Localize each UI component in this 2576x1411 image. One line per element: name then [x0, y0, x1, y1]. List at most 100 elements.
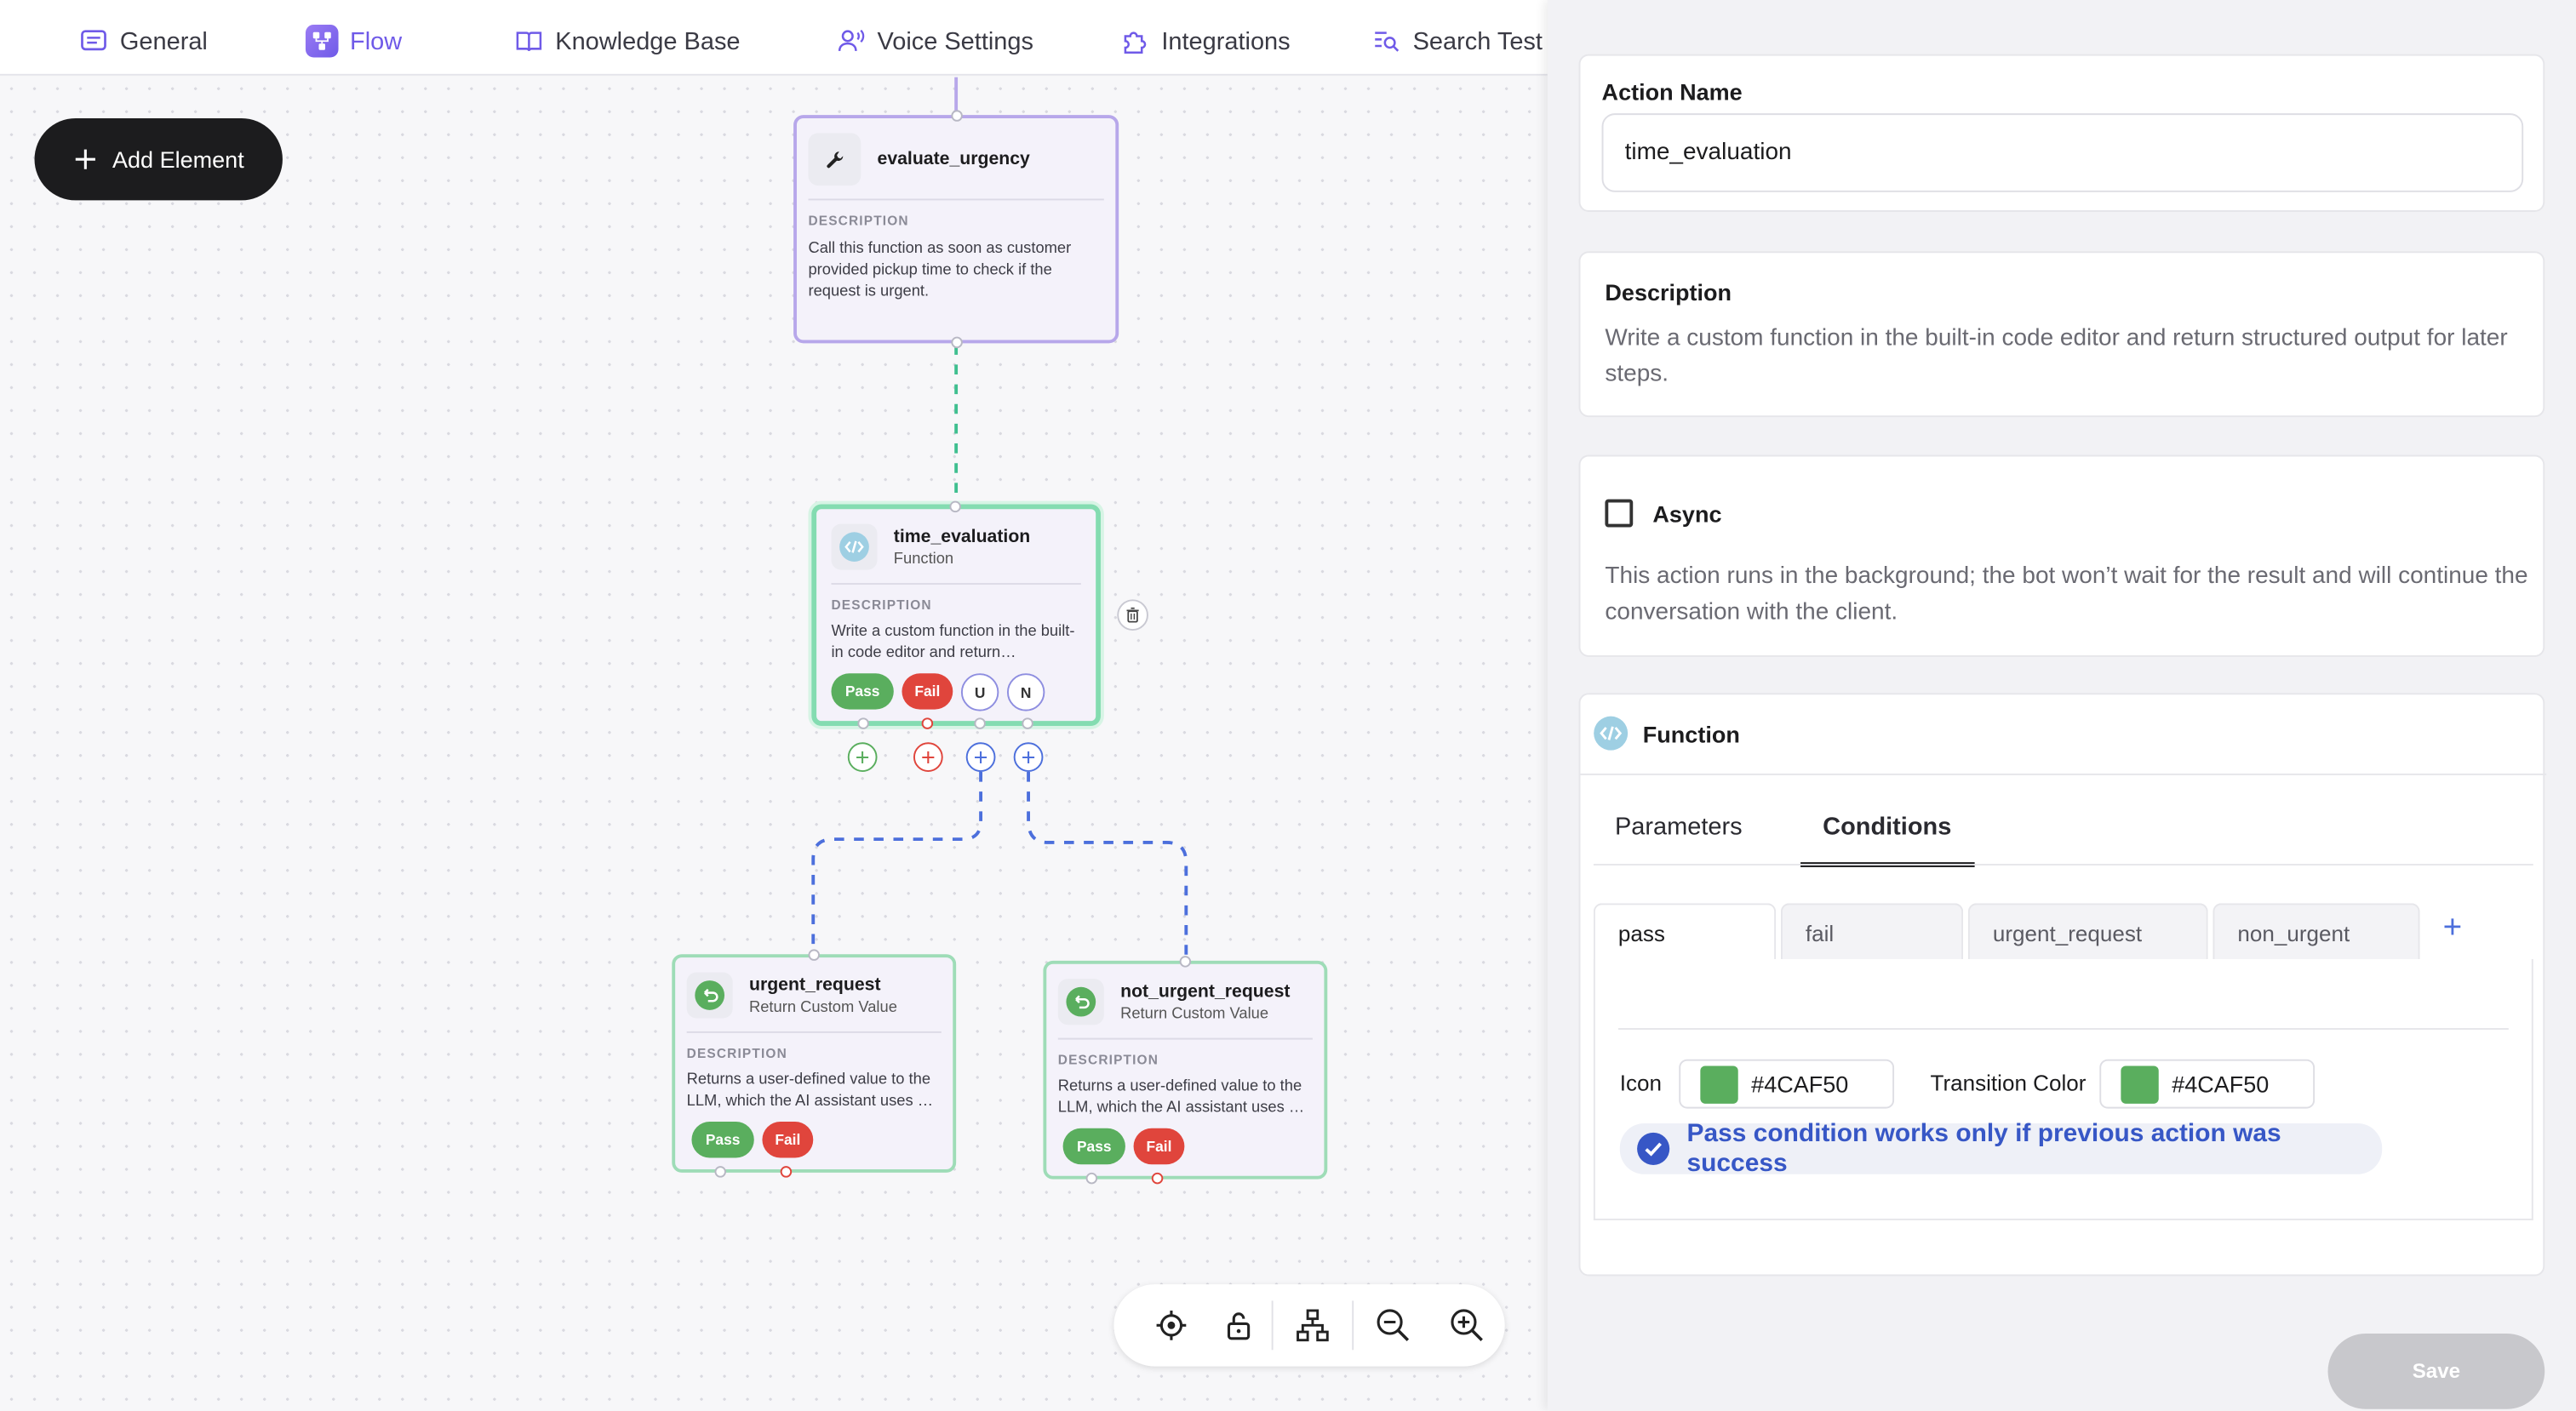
node-title: evaluate_urgency	[877, 149, 1030, 169]
tab-voice-settings-label: Voice Settings	[877, 26, 1033, 55]
node-urgent-request[interactable]: urgent_request Return Custom Value DESCR…	[672, 954, 957, 1173]
pass-pill[interactable]: Pass	[831, 673, 894, 710]
action-name-input[interactable]: time_evaluation	[1601, 113, 2524, 192]
flow-canvas[interactable]	[0, 77, 1548, 1411]
center-view-button[interactable]	[1136, 1293, 1204, 1358]
pass-port[interactable]	[714, 1166, 726, 1178]
node-desc-label: DESCRIPTION	[831, 597, 932, 613]
add-condition-button[interactable]: +	[2442, 910, 2463, 946]
tab-flow[interactable]: Flow	[305, 23, 403, 59]
condition-tab-fail[interactable]: fail	[1780, 903, 1964, 961]
transition-color-label: Transition Color	[1930, 1071, 2087, 1096]
node-desc: Returns a user-defined value to the LLM,…	[686, 1071, 934, 1111]
async-checkbox[interactable]	[1605, 499, 1634, 528]
node-input-port[interactable]	[1179, 956, 1192, 968]
condition-tab-urgent-request[interactable]: urgent_request	[1967, 903, 2208, 961]
fail-pill[interactable]: Fail	[762, 1122, 814, 1158]
add-urgent-branch-button[interactable]: +	[965, 742, 996, 773]
tab-integrations[interactable]: Integrations	[1120, 23, 1291, 59]
tab-general[interactable]: General	[79, 23, 208, 59]
add-fail-branch-button[interactable]: +	[913, 742, 943, 773]
zoom-in-button[interactable]	[1433, 1293, 1500, 1358]
general-icon	[81, 30, 106, 51]
tab-knowledge-base-label: Knowledge Base	[555, 26, 741, 55]
node-not-urgent-request[interactable]: not_urgent_request Return Custom Value D…	[1043, 960, 1328, 1180]
canvas-toolbar	[1113, 1284, 1505, 1367]
fail-port[interactable]	[921, 717, 934, 729]
condition-tab-pass[interactable]: pass	[1593, 903, 1777, 961]
pass-pill[interactable]: Pass	[691, 1122, 754, 1158]
add-element-label: Add Element	[112, 146, 244, 173]
node-time-evaluation[interactable]: time_evaluation Function DESCRIPTION Wri…	[811, 504, 1101, 726]
fail-pill[interactable]: Fail	[1133, 1128, 1185, 1165]
code-icon	[831, 523, 878, 570]
return-icon	[1057, 979, 1104, 1025]
node-title: urgent_request	[748, 974, 881, 995]
description-text: Write a custom function in the built-in …	[1605, 325, 2508, 388]
tab-search-test-label: Search Test	[1412, 26, 1543, 55]
plus-icon	[76, 149, 96, 169]
transition-color-field[interactable]: #4CAF50	[2099, 1059, 2316, 1109]
action-name-label: Action Name	[1601, 78, 1743, 106]
tab-conditions[interactable]: Conditions	[1800, 813, 1976, 867]
node-input-port[interactable]	[951, 110, 963, 122]
node-title: time_evaluation	[893, 526, 1031, 546]
node-desc-label: DESCRIPTION	[686, 1046, 787, 1061]
urgent-port[interactable]	[974, 717, 986, 729]
search-list-icon	[1375, 31, 1400, 52]
function-tabs: Parameters Conditions	[1614, 813, 1976, 867]
trash-icon	[1126, 607, 1139, 623]
zoom-out-icon	[1377, 1309, 1410, 1341]
node-subtitle: Function	[893, 549, 954, 568]
icon-color-value: #4CAF50	[1751, 1071, 1849, 1098]
fail-port[interactable]	[1151, 1172, 1164, 1185]
urgent-pill[interactable]: U	[960, 673, 999, 711]
condition-tab-non-urgent[interactable]: non_urgent	[2212, 903, 2420, 961]
node-desc-label: DESCRIPTION	[1057, 1053, 1159, 1068]
pass-pill[interactable]: Pass	[1062, 1128, 1125, 1165]
function-card: Function Parameters Conditions pass fail…	[1578, 693, 2547, 1277]
zoom-out-button[interactable]	[1354, 1293, 1433, 1358]
wrench-icon	[808, 133, 862, 186]
save-button[interactable]: Save	[2327, 1333, 2545, 1409]
action-name-card: Action Name time_evaluation	[1578, 54, 2545, 212]
pass-port[interactable]	[857, 717, 869, 729]
node-input-port[interactable]	[949, 500, 961, 513]
node-evaluate-urgency[interactable]: evaluate_urgency DESCRIPTION Call this f…	[793, 115, 1119, 344]
node-input-port[interactable]	[808, 949, 820, 961]
tab-voice-settings[interactable]: Voice Settings	[836, 23, 1033, 59]
node-title: not_urgent_request	[1120, 981, 1291, 1002]
fail-port[interactable]	[780, 1166, 793, 1178]
node-desc: Call this function as soon as customer p…	[808, 239, 1072, 301]
hierarchy-icon	[1297, 1309, 1329, 1342]
tab-flow-label: Flow	[350, 26, 403, 55]
auto-layout-button[interactable]	[1274, 1293, 1353, 1358]
code-icon	[1594, 716, 1629, 751]
non-urgent-port[interactable]	[1022, 717, 1033, 729]
crosshair-icon	[1155, 1310, 1186, 1340]
pass-port[interactable]	[1085, 1172, 1098, 1185]
tab-parameters[interactable]: Parameters	[1614, 813, 1743, 842]
function-label: Function	[1642, 720, 1740, 747]
pass-condition-notice-text: Pass condition works only if previous ac…	[1686, 1119, 2281, 1177]
transition-color-swatch[interactable]	[2121, 1065, 2159, 1103]
add-non-urgent-branch-button[interactable]: +	[1013, 742, 1044, 773]
async-description: This action runs in the background; the …	[1605, 563, 2528, 626]
add-element-button[interactable]: Add Element	[34, 117, 283, 201]
delete-node-button[interactable]	[1117, 599, 1148, 631]
add-pass-branch-button[interactable]: +	[847, 742, 878, 773]
non-urgent-pill[interactable]: N	[1006, 673, 1045, 711]
node-desc: Write a custom function in the built-in …	[831, 622, 1075, 662]
description-label: Description	[1605, 279, 1732, 306]
node-output-port[interactable]	[951, 336, 963, 349]
fail-pill[interactable]: Fail	[902, 673, 953, 710]
tab-general-label: General	[119, 26, 208, 55]
transition-color-value: #4CAF50	[2172, 1071, 2270, 1098]
tab-search-test[interactable]: Search Test	[1371, 23, 1543, 59]
return-icon	[686, 972, 733, 1019]
zoom-in-icon	[1450, 1309, 1482, 1341]
icon-color-field[interactable]: #4CAF50	[1679, 1059, 1895, 1109]
icon-color-swatch[interactable]	[1700, 1065, 1738, 1103]
lock-button[interactable]	[1205, 1293, 1272, 1358]
tab-knowledge-base[interactable]: Knowledge Base	[514, 23, 741, 59]
